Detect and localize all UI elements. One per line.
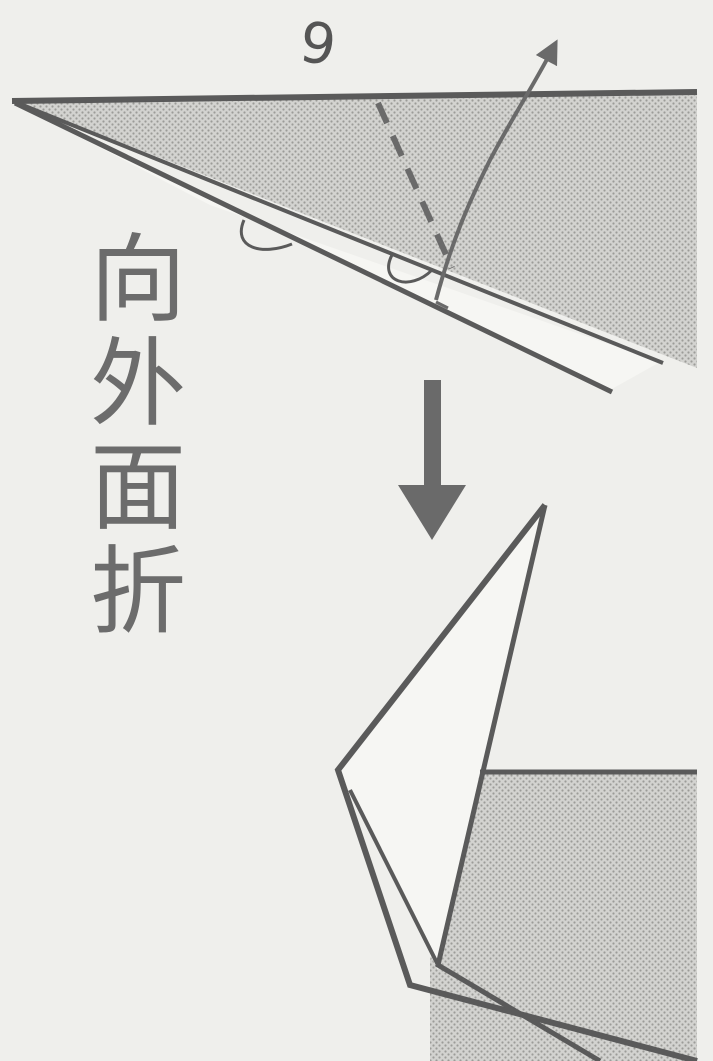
crease-loop-left [240,219,293,251]
bottom-figure [334,503,698,1061]
bottom-folded-point [338,505,545,970]
top-figure [11,39,698,395]
top-shaded-flap [15,92,697,368]
top-lower-edge-line [13,100,614,395]
bottom-shaded-flap [430,772,697,1061]
fold-arrow-tail [435,300,449,310]
fold-caption: 向 外 面 折 [88,228,188,644]
bottom-side-line [348,789,440,966]
top-edge-line [11,89,698,104]
caption-char-3: 面 [90,432,186,544]
caption-char-2: 外 [90,328,186,440]
crease-loop-right [387,254,434,284]
bottom-point-outline [334,503,698,1061]
fold-dashed-line [375,101,455,270]
fold-arrow-icon [434,39,558,301]
caption-char-4: 折 [90,536,186,648]
down-arrow-icon [398,380,466,540]
top-inner-edge-line [19,102,664,365]
caption-char-1: 向 [90,224,186,336]
top-white-strip [24,108,660,390]
